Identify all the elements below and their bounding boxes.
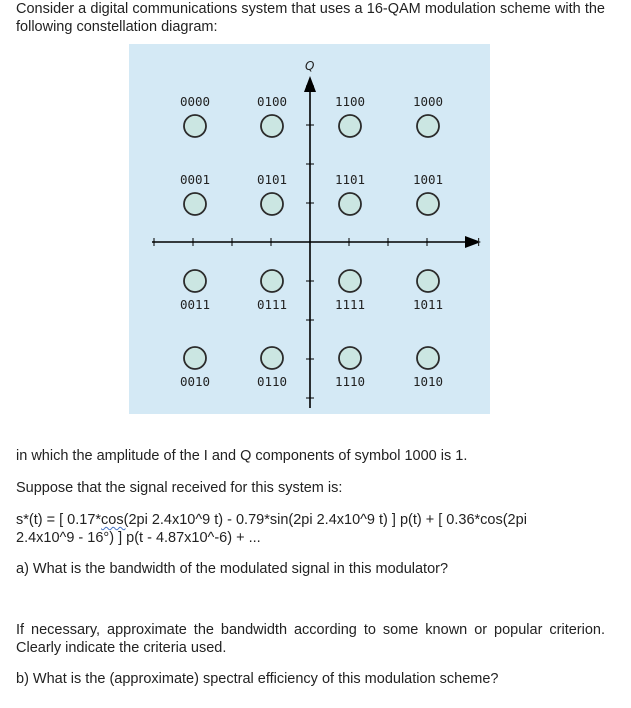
suppose-text: Suppose that the signal received for thi… — [16, 480, 343, 496]
point-bits-label: 1001 — [413, 172, 443, 187]
point-bits-label: 1011 — [413, 297, 443, 312]
point-bits-label: 0011 — [180, 297, 210, 312]
approximation-text: If necessary, approximate the bandwidth … — [16, 622, 605, 656]
point-bits-label: 0111 — [257, 297, 287, 312]
point-bits-label: 0101 — [257, 172, 287, 187]
constellation-point — [260, 346, 284, 370]
point-bits-label: 1111 — [335, 297, 365, 312]
question-b: b) What is the (approximate) spectral ef… — [16, 671, 499, 687]
point-bits-label: 1101 — [335, 172, 365, 187]
constellation-point — [260, 192, 284, 216]
constellation-point — [183, 192, 207, 216]
constellation-point — [338, 269, 362, 293]
signal-line2: 2.4x10^9 - 16°) ] p(t - 4.87x10^-6) + ..… — [16, 530, 261, 546]
signal-part1: s*(t) = [ 0.17* — [16, 512, 102, 528]
point-bits-label: 1110 — [335, 374, 365, 389]
intro-text: Consider a digital communications system… — [16, 1, 605, 35]
point-bits-label: 1100 — [335, 94, 365, 109]
constellation-point — [416, 346, 440, 370]
constellation-point — [183, 114, 207, 138]
point-bits-label: 1000 — [413, 94, 443, 109]
constellation-point — [416, 269, 440, 293]
signal-expression: s*(t) = [ 0.17*cos(2pi 2.4x10^9 t) - 0.7… — [16, 511, 605, 547]
constellation-point — [260, 114, 284, 138]
constellation-point — [338, 192, 362, 216]
q-axis-arrow — [304, 76, 316, 92]
constellation-points: 0000 0100 1100 1000 0001 0101 1101 1001 0011 0111… — [180, 94, 443, 389]
point-bits-label: 0110 — [257, 374, 287, 389]
constellation-point — [416, 114, 440, 138]
constellation-point — [260, 269, 284, 293]
question-a: a) What is the bandwidth of the modulate… — [16, 561, 449, 577]
constellation-point — [416, 192, 440, 216]
constellation-point — [338, 346, 362, 370]
point-bits-label: 1010 — [413, 374, 443, 389]
q-axis-label: Q — [305, 59, 314, 73]
signal-part2: 2pi 2.4x10^9 t) - 0.79*sin(2pi 2.4x10^9 … — [128, 512, 527, 528]
point-bits-label: 0000 — [180, 94, 210, 109]
constellation-diagram: Q I 0000 0100 1100 1000 0001 0101 1101 1001 0011… — [129, 44, 490, 414]
constellation-point — [183, 269, 207, 293]
signal-cos-squiggly: cos( — [101, 512, 129, 528]
i-axis-label: I — [477, 236, 480, 249]
i-axis-arrow — [465, 236, 481, 248]
amplitude-text: in which the amplitude of the I and Q co… — [16, 448, 468, 464]
constellation-point — [338, 114, 362, 138]
constellation-point — [183, 346, 207, 370]
point-bits-label: 0001 — [180, 172, 210, 187]
point-bits-label: 0010 — [180, 374, 210, 389]
point-bits-label: 0100 — [257, 94, 287, 109]
